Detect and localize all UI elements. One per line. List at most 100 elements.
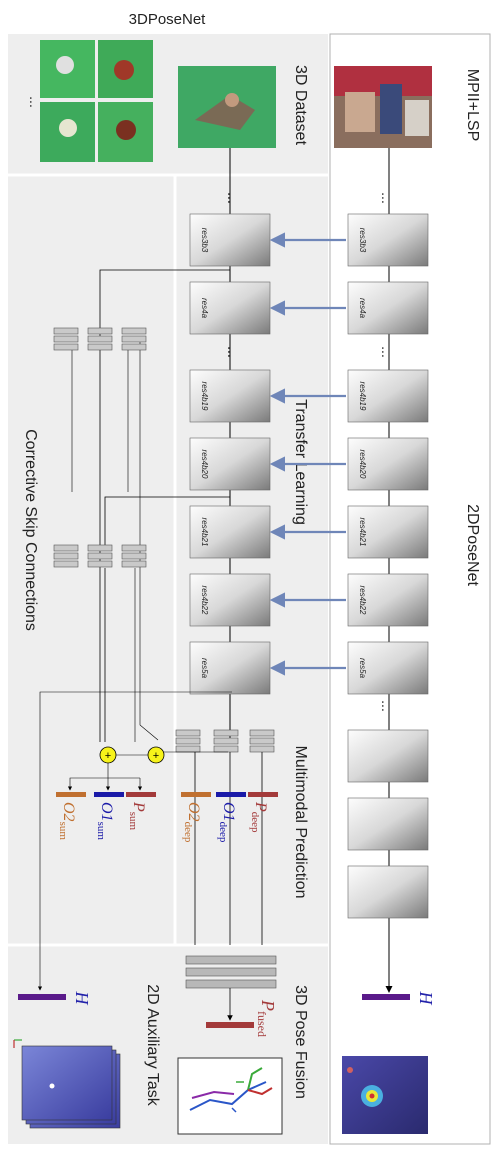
fc-layer (249, 745, 275, 753)
block-2d-res4b21: res4b21 (347, 505, 429, 559)
sum-outputs (67, 763, 109, 791)
fc-layer (121, 552, 147, 560)
fc-layer (121, 335, 147, 343)
output-label-o2-sum: O2sum (57, 802, 77, 840)
block-2d-label: res4b19 (358, 382, 367, 411)
block-2d-extra-2 (347, 797, 429, 851)
output-bar-o1-sum (94, 792, 124, 797)
fc-layer (53, 327, 79, 335)
block-2d-label: res4a (358, 298, 367, 319)
ellipsis-2d-top: ... (379, 192, 395, 204)
block-2d-label: res4b20 (358, 450, 367, 479)
fc-stack-upper (53, 327, 147, 351)
output-bar-o1-deep (216, 792, 246, 797)
skip-connections-label: Corrective Skip Connections (22, 429, 39, 631)
sum-node-2: + (147, 746, 165, 764)
dataset-3d-label: 3D Dataset (292, 65, 309, 146)
block-2d-label: res4b22 (358, 586, 367, 615)
block-2d-extra-3 (347, 865, 429, 919)
output-label-o2-deep: O2deep (182, 802, 202, 843)
skip-branch-lower (37, 496, 232, 991)
fc-layer (175, 729, 201, 737)
fc-layer (121, 327, 147, 335)
heatmap-image-2d (342, 1056, 428, 1134)
fused-output-bar (206, 1022, 254, 1028)
ellipsis-2d-mid: ... (379, 346, 395, 358)
fc-layer (53, 560, 79, 568)
fc-layer (213, 737, 239, 745)
block-2d-label: res3b3 (358, 228, 367, 253)
diagram-title: 3DPoseNet (129, 11, 207, 28)
panel-3d-network (8, 34, 328, 1144)
output-bar-p-sum (126, 792, 156, 797)
fusion-fc-stack (185, 955, 277, 989)
output-bar-p-deep (248, 792, 278, 797)
block-2d-res3b3: res3b3 (347, 213, 429, 267)
block-2d-res4a: res4a (347, 281, 429, 335)
block-3d-label: res4a (200, 298, 209, 319)
fc-layer (249, 729, 275, 737)
block-2d-label: res4b21 (358, 518, 367, 547)
block-3d-res4b20: res4b20 (189, 437, 271, 491)
ellipsis-2d-bottom: ... (379, 700, 395, 712)
block-3d-label: res4b19 (200, 382, 209, 411)
multimodal-label: Multimodal Prediction (292, 746, 309, 899)
fc-stack-lower (53, 544, 147, 568)
fc-layer (53, 552, 79, 560)
svg-text:+: + (153, 750, 159, 762)
transfer-learning-label: Transfer Learning (292, 399, 309, 525)
block-3d-res4b21: res4b21 (189, 505, 271, 559)
fc-layer (213, 729, 239, 737)
pose-skeleton-image (177, 1057, 283, 1135)
output-label-o1-sum: O1sum (95, 802, 115, 840)
block-2d-res4b20: res4b20 (347, 437, 429, 491)
block-3d-res5a: res5a (189, 641, 271, 695)
output-label-p-sum: Psum (127, 801, 147, 831)
heatmap-label-aux: H (72, 991, 92, 1006)
fc-layer (87, 552, 113, 560)
block-2d-res4b19: res4b19 (347, 369, 429, 423)
fc-layer (87, 327, 113, 335)
thumbnails-ellipsis: ... (27, 96, 43, 108)
fc-layer (175, 745, 201, 753)
outputs-sum: Psum O1sum O2sum (56, 792, 156, 840)
block-2d-res4b22: res4b22 (347, 573, 429, 627)
fc-layer (53, 343, 79, 351)
fc-layer (53, 335, 79, 343)
fc-layer (249, 737, 275, 745)
fused-output-label: Pfused (255, 999, 278, 1037)
aux-heatmap-stack (13, 1039, 121, 1129)
block-3d-res4b19: res4b19 (189, 369, 271, 423)
block-3d-label: res4b20 (200, 450, 209, 479)
fc-layer (53, 544, 79, 552)
output-label-p-deep: Pdeep (249, 801, 269, 833)
heatmap-bar-2d (362, 994, 410, 1000)
output-label-o1-deep: O1deep (217, 802, 237, 843)
fc-layer (121, 544, 147, 552)
fc-layer (213, 745, 239, 753)
fc-layer (175, 737, 201, 745)
fc-layer (87, 343, 113, 351)
block-3d-label: res3b3 (200, 228, 209, 253)
posenet-2d-label: 2DPoseNet (464, 504, 481, 586)
blocks-3dposenet: res3b3 res4a res4b19 res4b20 res4b21 res4b22 r… (189, 213, 271, 695)
block-3d-label: res5a (200, 658, 209, 679)
fc-stack-deep (175, 729, 275, 753)
heatmap-label-2d: H (416, 991, 436, 1006)
block-3d-res3b3: res3b3 (189, 213, 271, 267)
fusion-label: 3D Pose Fusion (292, 985, 309, 1099)
block-3d-label: res4b21 (200, 518, 209, 547)
fc-layer (121, 343, 147, 351)
dataset-3d-image (178, 66, 276, 148)
heatmap-bar-aux (18, 994, 66, 1000)
block-3d-label: res4b22 (200, 586, 209, 615)
block-2d-res5a: res5a (347, 641, 429, 695)
green-screen-thumbnails (40, 40, 153, 162)
fc-layer (87, 335, 113, 343)
blocks-2dposenet: res3b3 res4a res4b19 res4b20 res4b21 res4b22 r… (347, 213, 429, 695)
mpii-lsp-image (334, 66, 432, 148)
fc-layer (87, 544, 113, 552)
block-3d-res4a: res4a (189, 281, 271, 335)
svg-text:+: + (105, 750, 111, 762)
